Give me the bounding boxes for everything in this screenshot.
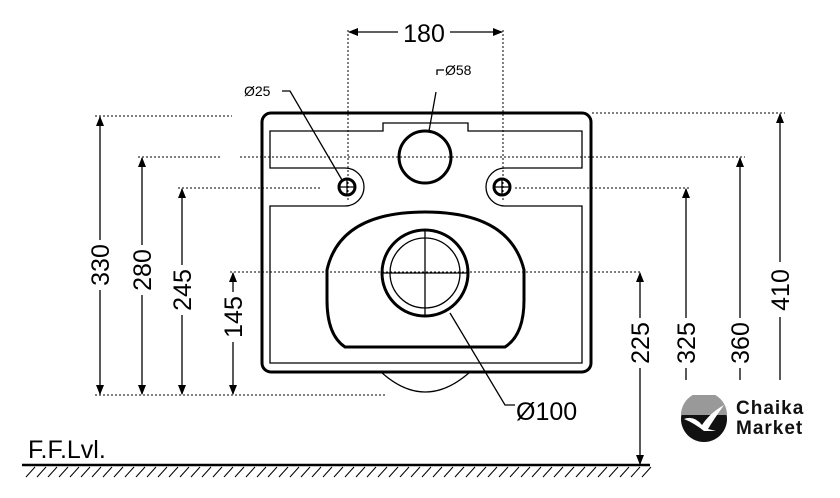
logo-line1: Chaika xyxy=(736,398,805,419)
dimension-245: 245 xyxy=(169,269,197,311)
hatch-line xyxy=(179,466,190,478)
hatch-line xyxy=(80,466,91,478)
hatch-line xyxy=(289,466,300,478)
hatch-line xyxy=(443,466,454,478)
hatch-line xyxy=(531,466,542,478)
hatch-line xyxy=(641,466,652,478)
dimension-280: 280 xyxy=(129,249,157,291)
hatch-line xyxy=(597,466,608,478)
hatch-line xyxy=(25,466,36,478)
hatch-line xyxy=(619,466,630,478)
label-d58: Ø58 xyxy=(445,62,472,78)
hatch-line xyxy=(608,466,619,478)
hatch-line xyxy=(487,466,498,478)
dimension-325: 325 xyxy=(673,322,701,364)
hatch-line xyxy=(146,466,157,478)
toilet-outline xyxy=(260,111,593,393)
hatch-line xyxy=(333,466,344,478)
hatch-line xyxy=(575,466,586,478)
hatch-line xyxy=(388,466,399,478)
hatch-line xyxy=(91,466,102,478)
dimension-360: 360 xyxy=(727,322,755,364)
label-d25: Ø25 xyxy=(244,83,271,99)
leader-d100 xyxy=(449,312,515,406)
dimension-330: 330 xyxy=(87,244,115,286)
hatch-line xyxy=(355,466,366,478)
hatch-line xyxy=(630,466,641,478)
hatch-line xyxy=(168,466,179,478)
seagull-icon xyxy=(681,395,727,442)
hatch-line xyxy=(454,466,465,478)
hatch-line xyxy=(465,466,476,478)
floor-hatching xyxy=(25,466,652,478)
hatch-line xyxy=(58,466,69,478)
hatch-line xyxy=(223,466,234,478)
hatch-line xyxy=(377,466,388,478)
hatch-line xyxy=(113,466,124,478)
hatch-line xyxy=(322,466,333,478)
hatch-line xyxy=(399,466,410,478)
hatch-line xyxy=(212,466,223,478)
hatch-line xyxy=(311,466,322,478)
hatch-line xyxy=(498,466,509,478)
hatch-line xyxy=(102,466,113,478)
hatch-line xyxy=(410,466,421,478)
label-d100: Ø100 xyxy=(516,398,577,426)
floor-level-label: F.F.Lvl. xyxy=(28,436,106,464)
hatch-line xyxy=(509,466,520,478)
hatch-line xyxy=(564,466,575,478)
hatch-line xyxy=(278,466,289,478)
hatch-line xyxy=(36,466,47,478)
hatch-line xyxy=(245,466,256,478)
logo-line2: Market xyxy=(736,418,804,439)
hatch-line xyxy=(201,466,212,478)
hatch-line xyxy=(421,466,432,478)
hatch-line xyxy=(366,466,377,478)
hatch-line xyxy=(476,466,487,478)
hatch-line xyxy=(553,466,564,478)
hatch-line xyxy=(124,466,135,478)
hatch-line xyxy=(69,466,80,478)
dimension-410: 410 xyxy=(767,269,795,311)
hatch-line xyxy=(234,466,245,478)
hatch-line xyxy=(190,466,201,478)
hatch-line xyxy=(586,466,597,478)
hatch-line xyxy=(267,466,278,478)
hatch-line xyxy=(542,466,553,478)
dimension-145: 145 xyxy=(220,296,248,338)
hatch-line xyxy=(157,466,168,478)
hatch-line xyxy=(520,466,531,478)
hatch-line xyxy=(256,466,267,478)
hatch-line xyxy=(432,466,443,478)
extension-lines xyxy=(95,30,785,396)
leader-d25 xyxy=(282,90,343,181)
leader-d58 xyxy=(428,69,444,132)
hatch-line xyxy=(344,466,355,478)
hatch-line xyxy=(135,466,146,478)
dimension-225: 225 xyxy=(627,322,655,364)
hatch-line xyxy=(47,466,58,478)
dimension-180: 180 xyxy=(403,20,445,48)
hatch-line xyxy=(300,466,311,478)
logo: Chaika Market xyxy=(680,395,804,443)
